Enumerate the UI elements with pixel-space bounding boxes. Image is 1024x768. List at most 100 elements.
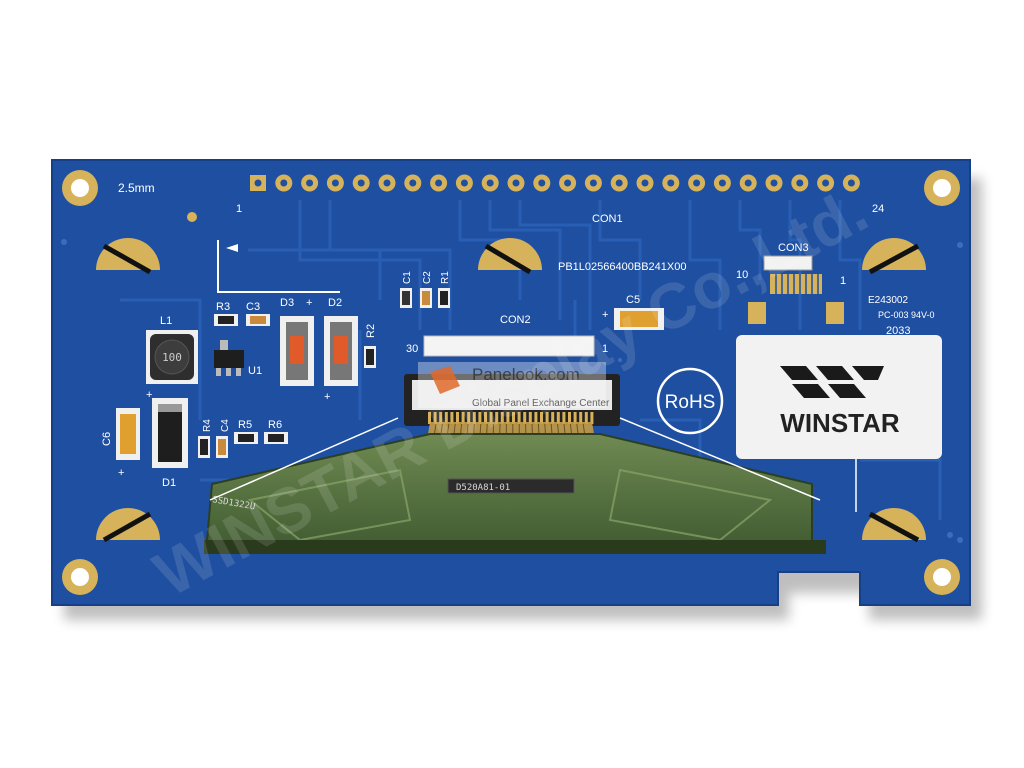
winstar-logo-icon — [780, 366, 884, 398]
con2-pin — [528, 412, 532, 424]
con3-connector — [763, 255, 813, 271]
bezel-tabs — [96, 238, 926, 543]
ref-r5: R5 — [238, 419, 252, 431]
glass-pattern-right — [608, 468, 773, 542]
ref-r6: R6 — [268, 419, 282, 431]
con1-pad-hole — [744, 179, 752, 187]
con2-pin — [545, 412, 549, 424]
pcb-grade: PC-003 94V-0 — [878, 310, 935, 320]
con1-pad-hole — [460, 179, 468, 187]
con2-pin — [456, 412, 459, 424]
con3-pin10-label: 10 — [736, 269, 748, 281]
pitch-label: 2.5mm — [118, 181, 155, 195]
con1-pad-hole — [486, 179, 494, 187]
con2-pin — [568, 412, 571, 424]
panelook-logo-icon — [430, 366, 460, 394]
watermark-site: Panelook.com — [472, 365, 580, 384]
con3-mount-pad-left — [748, 302, 766, 324]
con1-pad-hole — [306, 179, 314, 187]
con2-pin — [450, 412, 454, 424]
date-code: 2033 — [886, 325, 910, 337]
con2-pin — [478, 412, 482, 424]
con2-pin — [500, 412, 504, 424]
glass-edge — [204, 540, 826, 554]
con1-pad-hole — [822, 179, 830, 187]
con2-pin — [523, 412, 527, 424]
con1-pad-hole — [435, 179, 443, 187]
con3-mount-pad-right — [826, 302, 844, 324]
con3-pads — [770, 274, 822, 294]
con1-pad-hole — [693, 179, 701, 187]
con1-pad-hole — [796, 179, 804, 187]
ref-c6: C6 — [101, 432, 113, 446]
con2-pin — [517, 412, 521, 424]
pcb-part-number: PB1L02566400BB241X00 — [558, 261, 686, 273]
d1-polarity: + — [146, 389, 152, 401]
con2-pin — [489, 412, 493, 424]
mounting-holes — [62, 170, 960, 595]
con1-pin1-label: 1 — [236, 203, 242, 215]
con2-pin — [534, 412, 538, 424]
inductor-marking: 100 — [162, 351, 182, 364]
con2-fpc-connector-top — [423, 335, 595, 357]
con2-pin — [551, 412, 555, 424]
con2-pin1-label: 1 — [602, 343, 608, 355]
con1-pad-hole — [538, 179, 546, 187]
brand-label-sticker — [736, 335, 942, 459]
con1-pad-hole — [331, 179, 339, 187]
silk-corner-mark — [217, 240, 340, 293]
con1-pad-hole — [357, 179, 365, 187]
con2-pin — [484, 412, 487, 424]
rohs-label: RoHS — [665, 392, 716, 413]
con3-pin1-label: 1 — [840, 275, 846, 287]
ref-r4: R4 — [202, 419, 213, 432]
con2-pin — [495, 412, 499, 424]
con1-pad-hole — [615, 179, 623, 187]
con2-pin — [444, 412, 448, 424]
con2-pin — [590, 412, 594, 424]
c5-polarity: + — [602, 309, 608, 321]
con1-pad-hole — [641, 179, 649, 187]
brand-name: WINSTAR — [780, 408, 900, 438]
glass-pattern-left — [247, 468, 412, 542]
con2-pin — [467, 412, 471, 424]
con1-pin24-label: 24 — [872, 203, 884, 215]
con2-pin — [573, 412, 577, 424]
ref-r3: R3 — [216, 301, 230, 313]
silk-pin1-arrow — [226, 244, 238, 252]
ref-u1: U1 — [248, 365, 262, 377]
con2-pin30-label: 30 — [406, 343, 418, 355]
con2-pin — [512, 412, 515, 424]
con2-pin — [428, 412, 431, 424]
con2-pin — [579, 412, 583, 424]
con1-pad-hole — [512, 179, 520, 187]
rohs-mark — [656, 367, 724, 435]
ref-r1: R1 — [440, 271, 451, 284]
c1-c2-r1-parts — [400, 288, 450, 308]
con2-pin — [433, 412, 437, 424]
con1-pad-hole — [667, 179, 675, 187]
ref-c4: C4 — [220, 419, 231, 432]
con1-pad-hole — [770, 179, 778, 187]
con1-pad-hole — [589, 179, 597, 187]
ref-c2: C2 — [422, 271, 433, 284]
ref-c1: C1 — [402, 271, 413, 284]
con2-pins — [428, 412, 594, 424]
con1-pad-hole — [847, 179, 855, 187]
con2-pin — [584, 412, 588, 424]
con1-pad-hole — [409, 179, 417, 187]
ref-d3: D3 — [280, 297, 294, 309]
d3-polarity: + — [306, 297, 312, 309]
con2-pin — [540, 412, 543, 424]
cert-code: E243002 — [868, 295, 908, 306]
c6-polarity: + — [118, 467, 124, 479]
con2-label: CON2 — [500, 314, 531, 326]
d2-polarity: + — [324, 391, 330, 403]
con1-pad-hole — [280, 179, 288, 187]
driver-ic-marking: D520A81-01 — [456, 483, 510, 493]
con2-pin — [556, 412, 560, 424]
ref-d2: D2 — [328, 297, 342, 309]
con2-pin — [461, 412, 465, 424]
con1-label: CON1 — [592, 213, 623, 225]
u1-regulator — [214, 350, 244, 368]
